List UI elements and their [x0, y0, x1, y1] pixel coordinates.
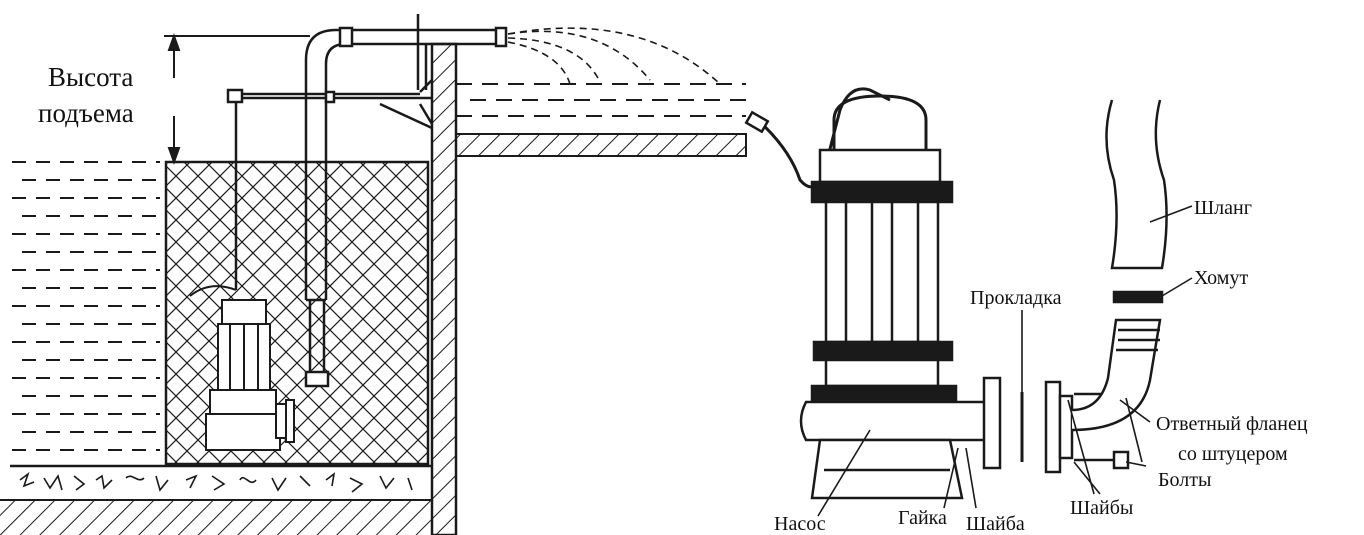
clamp-label: Хомут [1194, 267, 1248, 289]
clamp [1112, 290, 1164, 304]
bolts-label: Болты [1158, 469, 1211, 491]
ground-squiggles [19, 471, 413, 493]
counter-flange-label-1: Ответный фланец [1156, 413, 1308, 435]
washer-label: Шайба [966, 513, 1025, 535]
lift-height-dimension [164, 33, 310, 165]
pit-wall [430, 42, 458, 535]
nut-label: Гайка [898, 507, 947, 529]
installation-scene: Высота подъема [0, 14, 747, 535]
support-beam [226, 14, 434, 290]
gasket-label: Прокладка [970, 287, 1062, 309]
washers-label: Шайбы [1070, 497, 1133, 519]
upper-slab [455, 133, 747, 157]
pump-assembly [744, 87, 1168, 500]
hose-label: Шланг [1194, 197, 1252, 219]
lift-height-label-2: подъема [38, 98, 134, 128]
counter-flange-label-2: со штуцером [1178, 443, 1288, 465]
discharge-pipe [304, 26, 508, 388]
water-lines-right [456, 83, 746, 117]
pump-label: Насос [774, 513, 826, 535]
pump-small [189, 285, 295, 451]
hose [1105, 99, 1168, 270]
lift-height-label-1: Высота [48, 62, 133, 92]
floor-slab [0, 500, 432, 535]
water-spray [507, 27, 721, 85]
leader-lines [817, 205, 1193, 517]
